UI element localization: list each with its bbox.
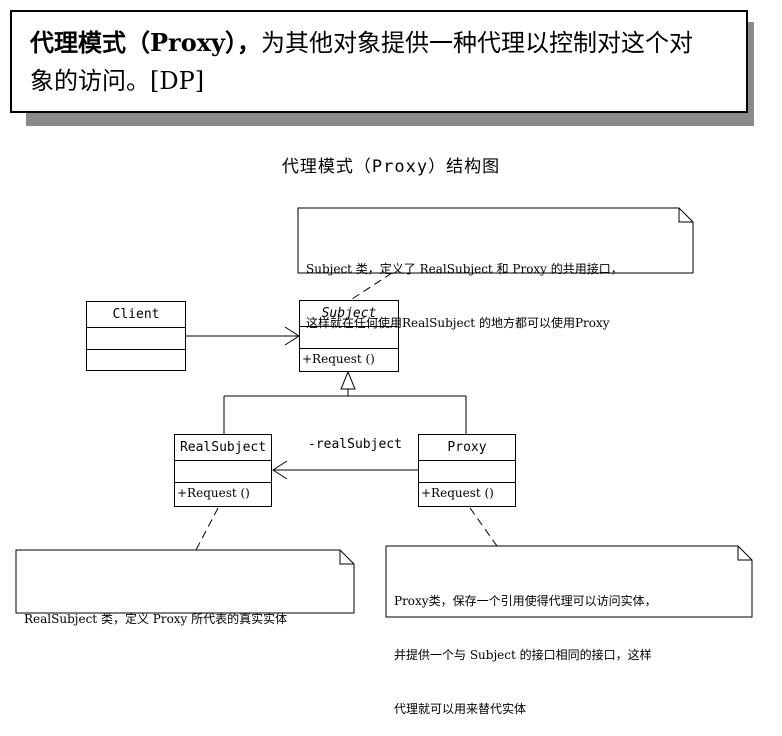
proxy-note-text: Proxy类，保存一个引用使得代理可以访问实体， 并提供一个与 Subject …	[394, 556, 657, 736]
subject-class[interactable]: Subject +Request ()	[299, 300, 399, 372]
subject-class-operations: +Request ()	[302, 352, 375, 366]
realsubject-note-anchor	[195, 507, 219, 551]
client-class[interactable]: Client	[86, 301, 186, 371]
subject-note-anchor	[351, 272, 393, 300]
proxy-note-line-3: 代理就可以用来替代实体	[394, 702, 527, 716]
definition-line-1: 代理模式（Proxy），为其他对象提供一种代理以控制对这个对	[30, 24, 728, 62]
subject-note-shape	[297, 207, 694, 274]
proxy-class-attributes	[419, 461, 515, 483]
client-class-attributes	[87, 328, 185, 350]
proxy-realsubject-arrowhead	[272, 460, 288, 480]
diagram-connectors	[15, 207, 753, 618]
realsubject-note-line-1: RealSubject 类，定义 Proxy 所代表的真实实体	[24, 612, 288, 626]
definition-text-1: 为其他对象提供一种代理以控制对这个对	[260, 29, 693, 57]
realsubject-note-shape	[15, 549, 355, 614]
definition-line-2: 象的访问。[DP]	[30, 67, 205, 95]
proxy-class-name: Proxy	[419, 435, 515, 461]
subject-class-attributes	[300, 327, 398, 349]
definition-box: 代理模式（Proxy），为其他对象提供一种代理以控制对这个对 象的访问。[DP]	[10, 10, 748, 113]
subject-note-text: Subject 类，定义了 RealSubject 和 Proxy 的共用接口，…	[306, 224, 623, 350]
realsubject-note-text: RealSubject 类，定义 Proxy 所代表的真实实体	[24, 574, 287, 646]
generalization-triangle	[340, 370, 356, 390]
diagram-title: 代理模式（Proxy）结构图	[281, 157, 501, 177]
subject-class-name: Subject	[300, 301, 398, 327]
client-class-name: Client	[87, 302, 185, 328]
association-role-label: -realSubject	[308, 437, 402, 452]
realsubject-class-name: RealSubject	[175, 435, 271, 461]
realsubject-class-attributes	[175, 461, 271, 483]
subject-note-line-2: 这样就在任何使用RealSubject 的地方都可以使用Proxy	[306, 316, 610, 330]
proxy-note-shape	[385, 545, 753, 618]
realsubject-note-fold	[339, 550, 354, 565]
proxy-class-operations: +Request ()	[421, 486, 494, 500]
definition-term: 代理模式（Proxy），	[30, 28, 261, 57]
proxy-note-anchor	[469, 507, 498, 547]
subject-note-fold	[678, 208, 693, 223]
proxy-note-line-1: Proxy类，保存一个引用使得代理可以访问实体，	[394, 594, 657, 608]
realsubject-class[interactable]: RealSubject +Request ()	[174, 434, 272, 507]
subject-note-line-1: Subject 类，定义了 RealSubject 和 Proxy 的共用接口，	[306, 262, 623, 276]
proxy-class[interactable]: Proxy +Request ()	[418, 434, 516, 507]
proxy-note-fold	[737, 546, 752, 561]
proxy-note-line-2: 并提供一个与 Subject 的接口相同的接口，这样	[394, 648, 652, 662]
realsubject-class-operations: +Request ()	[177, 486, 250, 500]
